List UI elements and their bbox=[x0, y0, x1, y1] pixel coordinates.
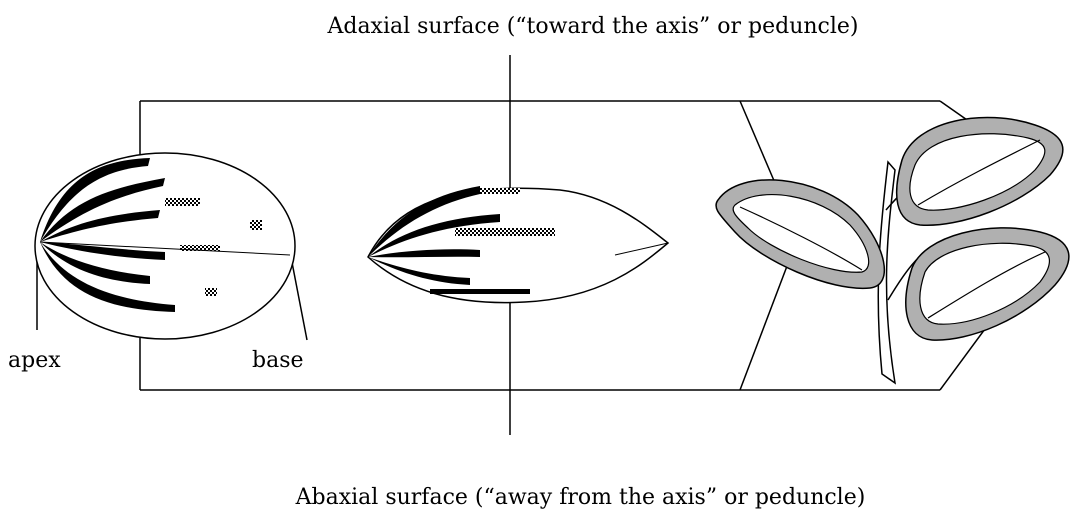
adaxial-surface-label: Adaxial surface (“toward the axis” or pe… bbox=[0, 16, 1071, 38]
abaxial-surface-label: Abaxial surface (“away from the axis” or… bbox=[0, 487, 1071, 509]
base-label: base bbox=[252, 350, 304, 372]
pecan-nut-side-view bbox=[35, 153, 295, 339]
pecan-shell-left bbox=[716, 180, 884, 288]
pecan-shell-upper bbox=[897, 118, 1063, 226]
apex-label: apex bbox=[8, 350, 61, 372]
pecan-shell-lower bbox=[906, 228, 1069, 340]
pecan-nut-top-view bbox=[368, 186, 668, 303]
pecan-cluster-on-peduncle bbox=[716, 118, 1069, 383]
